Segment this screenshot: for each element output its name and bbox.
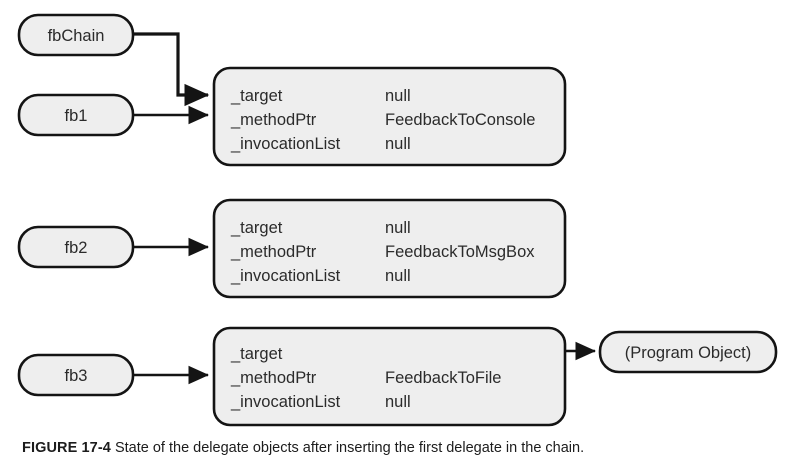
delegate-1-field-label-invocationlist: _invocationList bbox=[230, 135, 341, 153]
delegate-2-field-label-invocationlist: _invocationList bbox=[230, 267, 341, 285]
delegate-1-field-label-methodptr: _methodPtr bbox=[230, 111, 317, 129]
program-object-label: (Program Object) bbox=[625, 344, 752, 362]
delegate-box-1[interactable] bbox=[212, 66, 567, 167]
delegate-3-field-label-invocationlist: _invocationList bbox=[230, 393, 341, 411]
delegate-2-field-value-methodptr: FeedbackToMsgBox bbox=[385, 243, 535, 261]
delegate-3-field-value-invocationlist: null bbox=[385, 393, 411, 411]
variable-node-fb3[interactable] bbox=[17, 353, 135, 397]
figure-caption: FIGURE 17-4 State of the delegate object… bbox=[22, 440, 782, 456]
variable-label-fbchain: fbChain bbox=[48, 27, 105, 45]
program-object-node[interactable] bbox=[598, 330, 778, 374]
delegate-1-field-label-target: _target bbox=[230, 87, 283, 105]
delegate-2-field-label-target: _target bbox=[230, 219, 283, 237]
delegate-chain-diagram: fbChain fb1 fb2 fb3 _target null _method… bbox=[17, 13, 778, 427]
figure-caption-text: State of the delegate objects after inse… bbox=[114, 440, 585, 456]
delegate-box-3[interactable] bbox=[212, 326, 567, 427]
variable-node-fb2[interactable] bbox=[17, 225, 135, 269]
variable-node-fb1[interactable] bbox=[17, 93, 135, 137]
delegate-3-field-label-target: _target bbox=[230, 345, 283, 363]
delegate-box-2[interactable] bbox=[212, 198, 567, 299]
delegate-1-field-value-target: null bbox=[385, 87, 411, 105]
delegate-1-field-value-methodptr: FeedbackToConsole bbox=[385, 111, 535, 129]
variable-label-fb3: fb3 bbox=[65, 367, 88, 385]
delegate-1-field-value-invocationlist: null bbox=[385, 135, 411, 153]
variable-label-fb2: fb2 bbox=[65, 239, 88, 257]
delegate-2-field-value-invocationlist: null bbox=[385, 267, 411, 285]
figure-caption-label: FIGURE 17-4 bbox=[22, 440, 111, 456]
connector-fbchain-to-delegate-1 bbox=[133, 32, 210, 107]
variable-node-fbchain[interactable] bbox=[17, 13, 135, 57]
delegate-3-field-label-methodptr: _methodPtr bbox=[230, 369, 317, 387]
delegate-2-field-value-target: null bbox=[385, 219, 411, 237]
variable-label-fb1: fb1 bbox=[65, 107, 88, 125]
delegate-2-field-label-methodptr: _methodPtr bbox=[230, 243, 317, 261]
delegate-3-field-value-methodptr: FeedbackToFile bbox=[385, 369, 501, 387]
